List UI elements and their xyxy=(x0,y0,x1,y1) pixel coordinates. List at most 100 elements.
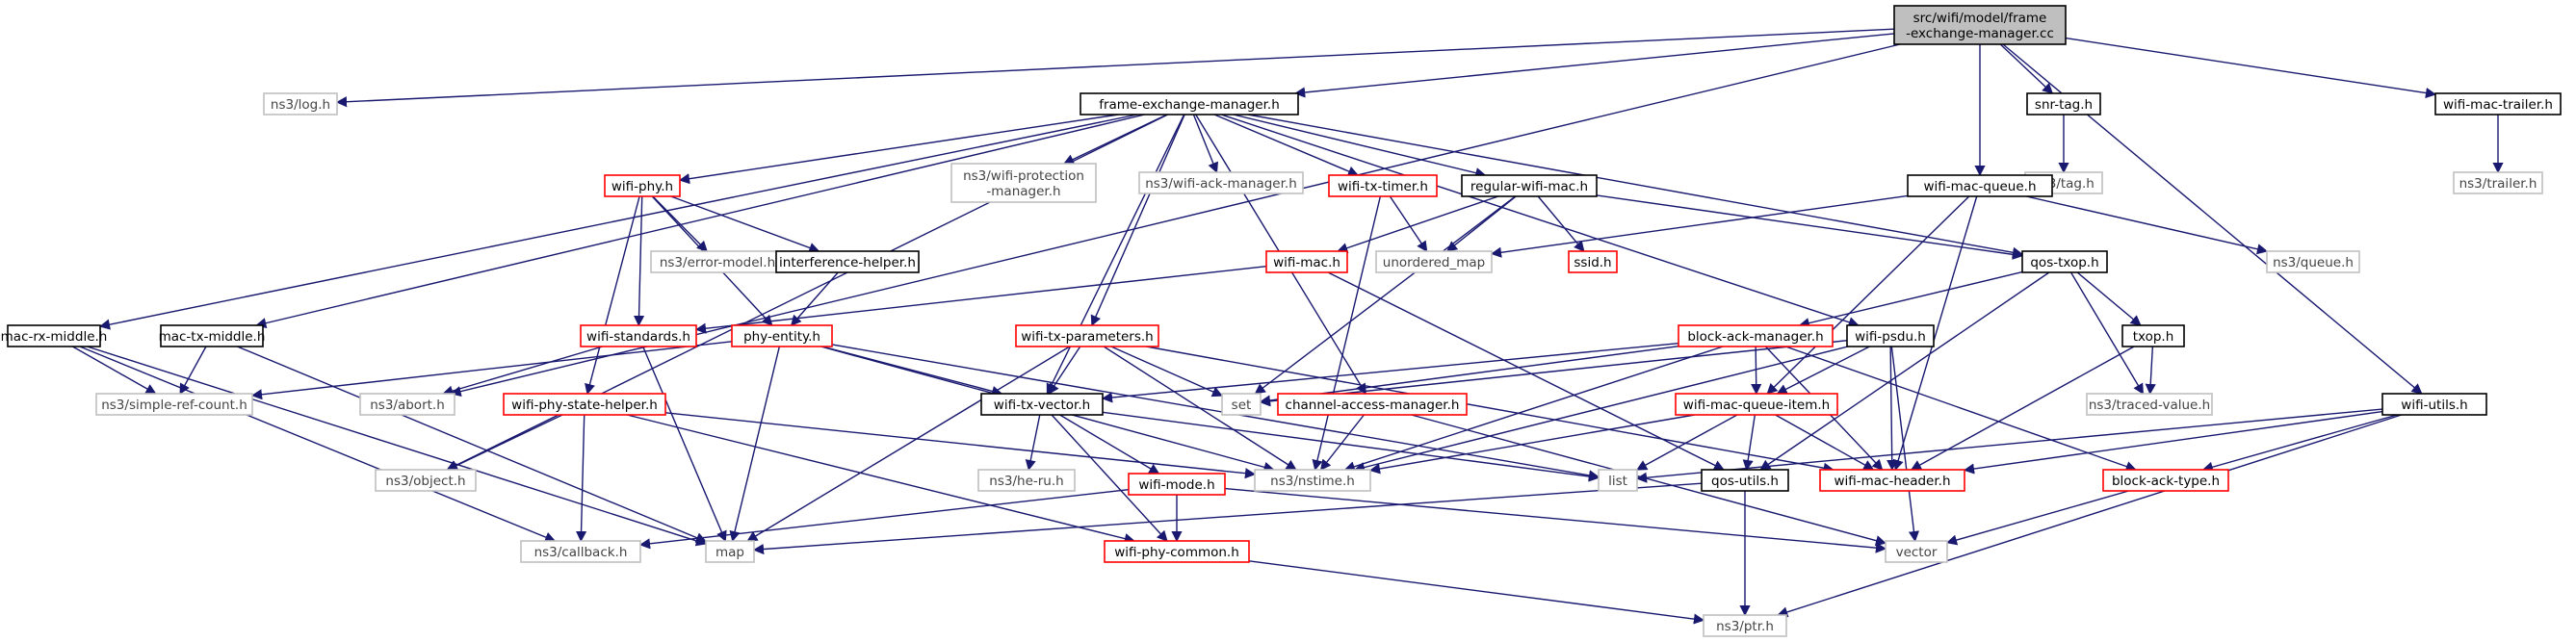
node-box-mode[interactable] xyxy=(1128,473,1226,496)
node-root[interactable]: src/wifi/model/frame-exchange-manager.cc xyxy=(1893,5,2067,45)
node-box-qosutils[interactable] xyxy=(1701,469,1789,492)
node-wifimac[interactable]: wifi-mac.h xyxy=(1265,250,1348,273)
node-box-statehelper[interactable] xyxy=(503,393,666,416)
node-box-ptr xyxy=(1703,614,1787,637)
node-phy[interactable]: wifi-phy.h xyxy=(604,174,681,197)
node-ptr: ns3/ptr.h xyxy=(1703,614,1787,637)
node-object: ns3/object.h xyxy=(375,469,477,492)
node-box-standards[interactable] xyxy=(580,324,697,347)
node-box-txparams[interactable] xyxy=(1015,324,1159,347)
edge-root-to-fem xyxy=(1294,33,1895,98)
edge-statehelper-to-callback xyxy=(575,414,587,543)
edge-psdu-to-macheader xyxy=(1886,346,1898,472)
node-standards[interactable]: wifi-standards.h xyxy=(580,324,697,347)
edge-bam-to-acktype xyxy=(1785,346,2137,472)
node-snrtag[interactable]: snr-tag.h xyxy=(2026,92,2101,116)
node-macqueue[interactable]: wifi-mac-queue.h xyxy=(1907,174,2053,197)
node-box-fem[interactable] xyxy=(1080,92,1299,116)
node-psdu[interactable]: wifi-psdu.h xyxy=(1846,324,1935,347)
node-box-wifimac[interactable] xyxy=(1265,250,1348,273)
node-cam[interactable]: channel-access-manager.h xyxy=(1277,393,1468,416)
node-box-macheader[interactable] xyxy=(1819,469,1965,492)
node-qosutils[interactable]: qos-utils.h xyxy=(1701,469,1789,492)
node-label-wifiutils: wifi-utils.h xyxy=(2401,398,2467,413)
node-list: list xyxy=(1598,469,1638,492)
edge-txvector-to-mode xyxy=(1059,414,1160,475)
node-label-snrtag: snr-tag.h xyxy=(2035,97,2093,113)
node-label-mode: wifi-mode.h xyxy=(1138,477,1214,493)
edge-phy-to-statehelper xyxy=(585,195,640,396)
edge-txparams-to-nstime xyxy=(1103,346,1297,471)
node-wifiutils[interactable]: wifi-utils.h xyxy=(2381,393,2487,416)
node-box-abort xyxy=(359,393,455,416)
node-label-interf: interference-helper.h xyxy=(779,255,916,270)
node-label-ack: ns3/wifi-ack-manager.h xyxy=(1145,176,1297,192)
node-box-snrtag[interactable] xyxy=(2026,92,2101,116)
node-box-txvector[interactable] xyxy=(980,393,1104,416)
node-box-trailerh[interactable] xyxy=(2434,92,2562,116)
node-label-map: map xyxy=(716,545,744,560)
node-fem[interactable]: frame-exchange-manager.h xyxy=(1080,92,1299,116)
node-mqitem[interactable]: wifi-mac-queue-item.h xyxy=(1675,393,1838,416)
edge-qosutils-to-map xyxy=(752,482,1703,555)
node-box-map xyxy=(705,540,755,563)
node-ssid[interactable]: ssid.h xyxy=(1568,250,1618,273)
node-label-list: list xyxy=(1608,474,1627,489)
node-label-qostxop: qos-txop.h xyxy=(2030,255,2098,270)
node-macheader[interactable]: wifi-mac-header.h xyxy=(1819,469,1965,492)
node-box-phy[interactable] xyxy=(604,174,681,197)
node-txtimer[interactable]: wifi-tx-timer.h xyxy=(1328,174,1438,197)
node-txparams[interactable]: wifi-tx-parameters.h xyxy=(1015,324,1159,347)
node-box-psdu[interactable] xyxy=(1846,324,1935,347)
node-box-ssid[interactable] xyxy=(1568,250,1618,273)
node-box-bam[interactable] xyxy=(1678,324,1834,347)
node-box-ack xyxy=(1138,171,1304,194)
node-box-wifiutils[interactable] xyxy=(2381,393,2487,416)
node-box-protect xyxy=(950,163,1097,203)
node-box-set xyxy=(1221,393,1262,416)
edge-macqueue-to-queue xyxy=(2026,195,2269,255)
edge-txtimer-to-unordered xyxy=(1389,195,1428,252)
node-box-regmac[interactable] xyxy=(1461,174,1598,197)
node-txvector[interactable]: wifi-tx-vector.h xyxy=(980,393,1104,416)
node-box-mqitem[interactable] xyxy=(1675,393,1838,416)
node-box-rxmid[interactable] xyxy=(7,324,101,347)
node-box-cam[interactable] xyxy=(1277,393,1468,416)
node-rxmid[interactable]: mac-rx-middle.h xyxy=(1,324,108,347)
node-qostxop[interactable]: qos-txop.h xyxy=(2021,250,2108,273)
node-box-phyent[interactable] xyxy=(731,324,833,347)
node-phyent[interactable]: phy-entity.h xyxy=(731,324,833,347)
node-label-set: set xyxy=(1232,398,1252,413)
node-txmid[interactable]: mac-tx-middle.h xyxy=(159,324,266,347)
edge-rxmid-to-simpleref xyxy=(72,346,157,395)
node-callback: ns3/callback.h xyxy=(520,540,641,563)
node-box-vector xyxy=(1885,540,1948,563)
node-bam[interactable]: block-ack-manager.h xyxy=(1678,324,1834,347)
node-box-txmid[interactable] xyxy=(160,324,264,347)
nodes-layer: src/wifi/model/frame-exchange-manager.cc… xyxy=(1,5,2562,637)
edge-fem-to-txmid xyxy=(255,114,1145,329)
edge-statehelper-to-nstime xyxy=(664,412,1257,479)
edge-fem-to-psdu xyxy=(1221,114,1860,328)
edge-statehelper-to-phycommon xyxy=(627,414,1135,545)
node-box-root[interactable] xyxy=(1893,5,2067,45)
node-phycommon[interactable]: wifi-phy-common.h xyxy=(1104,540,1250,563)
node-label-cam: channel-access-manager.h xyxy=(1286,398,1460,413)
node-nstime: ns3/nstime.h xyxy=(1254,469,1371,492)
node-box-acktype[interactable] xyxy=(2102,469,2229,492)
node-txop[interactable]: txop.h xyxy=(2121,324,2185,347)
node-acktype[interactable]: block-ack-type.h xyxy=(2102,469,2229,492)
node-mode[interactable]: wifi-mode.h xyxy=(1128,473,1226,496)
node-label-regmac: regular-wifi-mac.h xyxy=(1470,179,1588,194)
node-box-macqueue[interactable] xyxy=(1907,174,2053,197)
node-box-txop[interactable] xyxy=(2121,324,2185,347)
node-box-txtimer[interactable] xyxy=(1328,174,1438,197)
node-box-qostxop[interactable] xyxy=(2021,250,2108,273)
node-box-phycommon[interactable] xyxy=(1104,540,1250,563)
node-trailerh[interactable]: wifi-mac-trailer.h xyxy=(2434,92,2562,116)
node-box-interf[interactable] xyxy=(775,250,920,273)
node-regmac[interactable]: regular-wifi-mac.h xyxy=(1461,174,1598,197)
edge-txparams-to-set xyxy=(1110,346,1224,398)
node-interf[interactable]: interference-helper.h xyxy=(775,250,920,273)
node-statehelper[interactable]: wifi-phy-state-helper.h xyxy=(503,393,666,416)
